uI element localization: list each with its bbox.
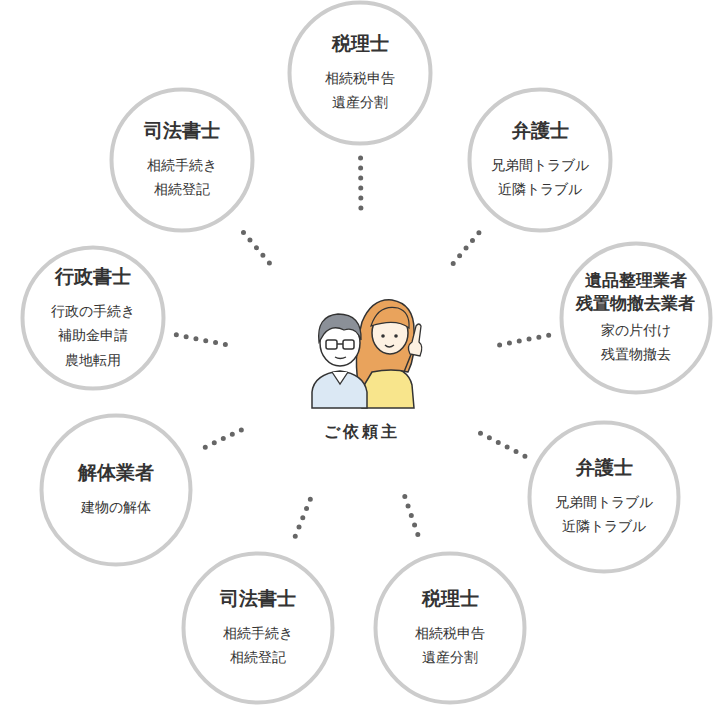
service-circle: 税理士相続税申告 遺産分割 — [373, 551, 527, 705]
service-detail: 行政の手続き 補助金申請 農地転用 — [50, 299, 136, 373]
circle-content: 司法書士相続手続き 相続登記 — [181, 551, 335, 705]
service-circle: 弁護士兄弟間トラブル 近隣トラブル — [527, 420, 681, 574]
dotted-line — [405, 497, 421, 544]
service-detail: 家の片付け 残置物撤去 — [600, 318, 672, 367]
service-detail: 相続手続き 相続登記 — [222, 621, 294, 670]
dotted-line — [481, 433, 525, 456]
dotted-line — [176, 335, 225, 345]
service-detail: 相続手続き 相続登記 — [146, 153, 218, 202]
service-title: 行政書士 — [54, 264, 133, 289]
dotted-line — [500, 335, 549, 345]
service-detail: 兄弟間トラブル 近隣トラブル — [490, 153, 590, 202]
circle-content: 解体業者建物の解体 — [39, 413, 193, 567]
circle-outline — [559, 241, 713, 395]
service-circle: 司法書士相続手続き 相続登記 — [109, 87, 255, 233]
service-detail: 相続税申告 遺産分割 — [414, 621, 486, 670]
service-title: 弁護士 — [574, 455, 634, 480]
service-circle: 弁護士兄弟間トラブル 近隣トラブル — [467, 87, 613, 233]
circle-outline — [39, 413, 193, 567]
dotted-lines — [176, 158, 548, 546]
service-circle: 遺品整理業者 残置物撤去業者家の片付け 残置物撤去 — [559, 241, 713, 395]
circle-content: 弁護士兄弟間トラブル 近隣トラブル — [527, 420, 681, 574]
service-title: 遺品整理業者 残置物撤去業者 — [575, 269, 697, 313]
dotted-line — [453, 225, 485, 263]
circle-content: 税理士相続税申告 遺産分割 — [287, 0, 433, 146]
circle-content: 弁護士兄弟間トラブル 近隣トラブル — [467, 87, 613, 233]
service-circle: 行政書士行政の手続き 補助金申請 農地転用 — [20, 245, 166, 391]
service-title: 司法書士 — [143, 118, 222, 143]
service-title: 解体業者 — [77, 460, 156, 485]
client-label: ご依頼主 — [324, 422, 400, 443]
service-detail: 兄弟間トラブル 近隣トラブル — [554, 490, 654, 539]
service-title: 税理士 — [420, 586, 480, 611]
service-title: 税理士 — [330, 31, 390, 56]
dotted-line — [196, 430, 241, 452]
service-circle: 解体業者建物の解体 — [39, 413, 193, 567]
dotted-line — [358, 158, 363, 208]
circle-content: 遺品整理業者 残置物撤去業者家の片付け 残置物撤去 — [559, 241, 713, 395]
service-circle: 司法書士相続手続き 相続登記 — [181, 551, 335, 705]
service-title: 司法書士 — [219, 586, 298, 611]
client-illustration — [312, 300, 422, 408]
service-title: 弁護士 — [510, 118, 570, 143]
circle-content: 司法書士相続手続き 相続登記 — [109, 87, 255, 233]
circle-content: 行政書士行政の手続き 補助金申請 農地転用 — [20, 245, 166, 391]
dotted-line — [291, 499, 310, 545]
circle-content: 税理士相続税申告 遺産分割 — [373, 551, 527, 705]
dotted-line — [237, 225, 269, 263]
service-detail: 建物の解体 — [80, 495, 152, 520]
service-detail: 相続税申告 遺産分割 — [324, 66, 396, 115]
service-circle: 税理士相続税申告 遺産分割 — [287, 0, 433, 146]
